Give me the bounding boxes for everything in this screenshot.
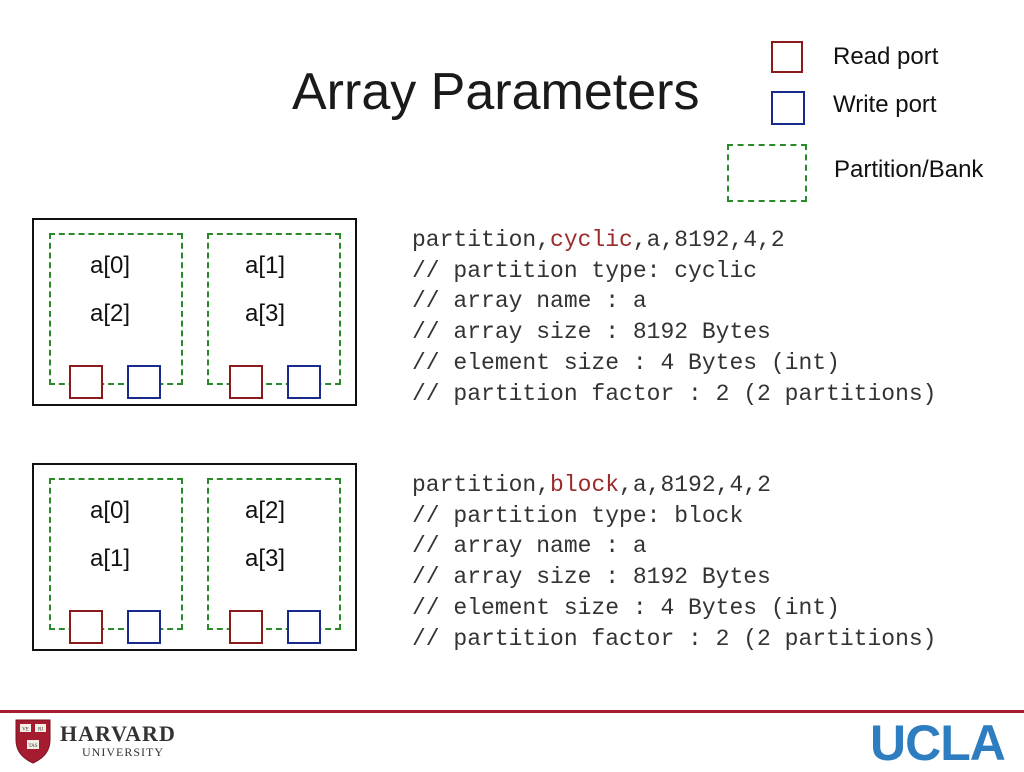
block-directive-suffix: ,a,8192,4,2	[619, 472, 771, 498]
cyclic-code-block: partition,cyclic,a,8192,4,2// partition …	[412, 225, 937, 409]
cyclic-p1-element-1: a[3]	[245, 300, 286, 327]
cyclic-directive-prefix: partition,	[412, 227, 551, 253]
write-port-legend-swatch	[771, 91, 805, 125]
cyclic-p1-element-0: a[1]	[245, 252, 286, 279]
cyclic-p1-read-port	[229, 365, 263, 399]
block-array-diagram	[32, 463, 357, 651]
cyclic-p0-write-port	[127, 365, 161, 399]
block-p0-element-0: a[0]	[90, 497, 131, 524]
cyclic-p0-element-1: a[2]	[90, 300, 131, 327]
cyclic-p0-read-port	[69, 365, 103, 399]
block-comment-factor: // partition factor : 2 (2 partitions)	[412, 625, 937, 652]
block-comment-element-size: // element size : 4 Bytes (int)	[412, 594, 840, 621]
cyclic-partition-1	[207, 233, 341, 385]
cyclic-comment-element-size: // element size : 4 Bytes (int)	[412, 349, 840, 376]
block-p1-read-port	[229, 610, 263, 644]
cyclic-directive-suffix: ,a,8192,4,2	[632, 227, 785, 253]
harvard-subtitle: UNIVERSITY	[82, 745, 164, 759]
block-directive-line: partition,block,a,8192,4,2	[412, 470, 937, 501]
cyclic-p1-write-port	[287, 365, 321, 399]
block-directive-prefix: partition,	[412, 472, 551, 498]
block-p0-read-port	[69, 610, 103, 644]
cyclic-p0-element-0: a[0]	[90, 252, 131, 279]
slide-title: Array Parameters	[292, 63, 700, 121]
partition-bank-legend-swatch	[727, 144, 807, 202]
svg-text:VE: VE	[22, 728, 29, 733]
svg-text:TAS: TAS	[28, 744, 37, 749]
cyclic-directive-line: partition,cyclic,a,8192,4,2	[412, 225, 937, 256]
block-p1-write-port	[287, 610, 321, 644]
cyclic-directive-type: cyclic	[550, 227, 633, 253]
footer-rule	[0, 710, 1024, 713]
cyclic-comment-factor: // partition factor : 2 (2 partitions)	[412, 380, 937, 407]
block-directive-type: block	[550, 472, 620, 498]
svg-text:RI: RI	[38, 728, 43, 733]
harvard-shield-icon: VE RI TAS	[14, 718, 52, 764]
write-port-legend-label: Write port	[833, 91, 937, 118]
block-p1-element-0: a[2]	[245, 497, 286, 524]
block-comment-size: // array size : 8192 Bytes	[412, 564, 771, 591]
cyclic-comment-type: // partition type: cyclic	[412, 257, 758, 284]
read-port-legend-label: Read port	[833, 43, 939, 70]
block-partition-0	[49, 478, 183, 630]
partition-bank-legend-label: Partition/Bank	[834, 156, 984, 183]
read-port-legend-swatch	[771, 41, 803, 73]
ucla-logo: UCLA	[870, 715, 1006, 771]
block-code-block: partition,block,a,8192,4,2// partition t…	[412, 470, 937, 654]
block-p1-element-1: a[3]	[245, 545, 286, 572]
block-p0-element-1: a[1]	[90, 545, 131, 572]
block-p0-write-port	[127, 610, 161, 644]
block-partition-1	[207, 478, 341, 630]
block-comment-name: // array name : a	[412, 533, 647, 560]
cyclic-partition-0	[49, 233, 183, 385]
cyclic-array-diagram	[32, 218, 357, 406]
cyclic-comment-size: // array size : 8192 Bytes	[412, 319, 771, 346]
block-comment-type: // partition type: block	[412, 502, 744, 529]
harvard-name: HARVARD	[60, 721, 176, 746]
cyclic-comment-name: // array name : a	[412, 288, 647, 315]
